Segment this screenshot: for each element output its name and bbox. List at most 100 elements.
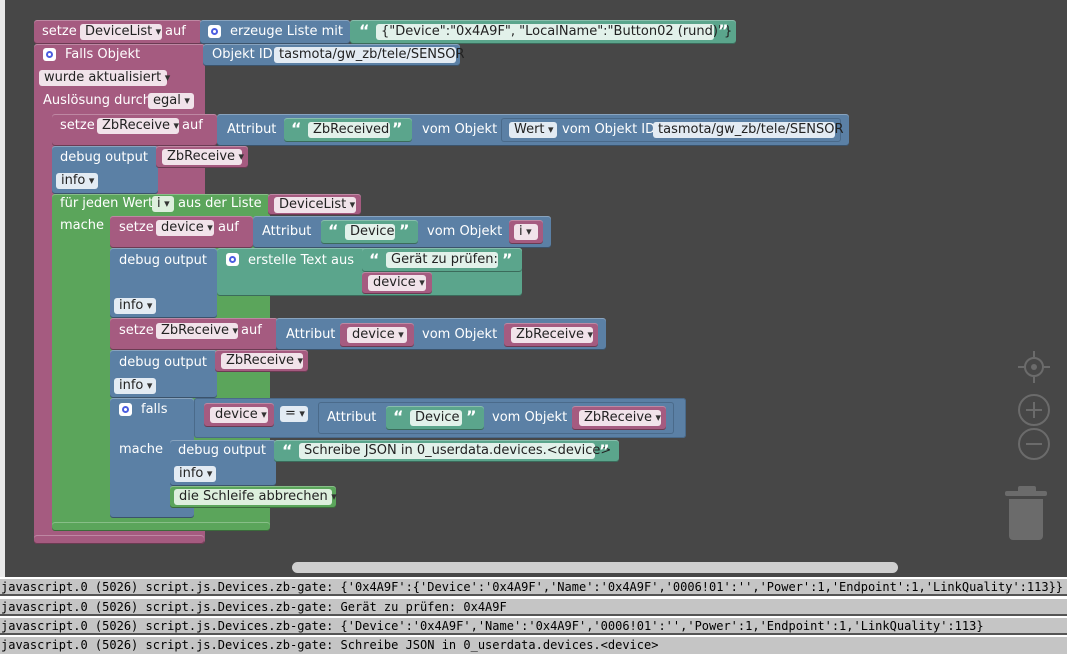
device-var-dropdown[interactable]: device xyxy=(368,275,426,291)
info-dropdown[interactable]: info xyxy=(174,466,216,482)
quote-close-icon: ” xyxy=(718,21,729,40)
device-var-block[interactable]: device xyxy=(340,323,414,347)
zbreceive-var-block[interactable]: ZbReceive xyxy=(156,146,248,168)
list-text-field[interactable]: {"Device":"0x4A9F", "LocalName":"Button0… xyxy=(376,24,732,40)
device-text-field[interactable]: Device xyxy=(410,410,462,426)
quote-close-icon: ” xyxy=(392,119,403,138)
device-var-block[interactable]: device xyxy=(362,272,432,294)
device-text-block[interactable]: “ Device ” xyxy=(386,406,484,430)
device-var-dropdown[interactable]: device xyxy=(210,407,268,423)
i-var-dropdown[interactable]: i xyxy=(514,224,538,240)
debug-output-label: debug output xyxy=(119,253,208,268)
set-zbreceive-block[interactable]: setze ZbReceive auf xyxy=(52,114,217,146)
zbreceive-var-dropdown[interactable]: ZbReceive xyxy=(162,149,242,165)
devicelist-var-dropdown[interactable]: DeviceList xyxy=(274,197,356,213)
quote-close-icon: ” xyxy=(399,221,410,240)
i-var-block[interactable]: i xyxy=(509,220,543,244)
loop-bottom-bar xyxy=(52,522,270,531)
erstelle-text-label: erstelle Text aus xyxy=(248,253,354,268)
zbreceive-var-block[interactable]: ZbReceive xyxy=(572,406,666,430)
gear-icon[interactable] xyxy=(208,25,221,38)
zbreceived-text-field[interactable]: ZbReceived xyxy=(308,122,390,138)
debug-output-block[interactable]: debug output info xyxy=(170,440,276,486)
debug-output-block[interactable]: debug output info xyxy=(52,146,158,194)
zbreceive-var-dropdown[interactable]: ZbReceive xyxy=(579,410,661,426)
info-dropdown[interactable]: info xyxy=(114,298,156,314)
erzeuge-liste-label: erzeuge Liste mit xyxy=(230,24,344,39)
set-devicelist-block[interactable]: setze DeviceList auf xyxy=(34,20,202,44)
schreibe-json-text-field[interactable]: Schreibe JSON in 0_userdata.devices.<dev… xyxy=(299,443,611,459)
quote-close-icon: ” xyxy=(502,250,513,269)
attribute-block[interactable]: Attribut device vom Objekt ZbReceive xyxy=(276,318,606,350)
setze-label: setze xyxy=(60,118,95,133)
log-line: javascript.0 (5026) script.js.Devices.zb… xyxy=(0,637,1067,654)
sensor-object-id-field[interactable]: tasmota/gw_zb/tele/SENSOR xyxy=(274,47,465,63)
attribute-block[interactable]: Attribut “ Device ” vom Objekt i xyxy=(253,216,551,248)
schreibe-json-text-block[interactable]: “ Schreibe JSON in 0_userdata.devices.<d… xyxy=(274,440,619,462)
gear-icon[interactable] xyxy=(226,253,239,266)
info-dropdown[interactable]: info xyxy=(56,173,98,189)
mache-label: mache xyxy=(119,442,164,457)
value-from-object-block[interactable]: Wert vom Objekt ID tasmota/gw_zb/tele/SE… xyxy=(501,118,844,142)
zoom-out-icon[interactable] xyxy=(1018,428,1050,460)
setze-label: setze xyxy=(119,220,154,235)
wert-dropdown[interactable]: Wert xyxy=(509,122,557,138)
device-var-block[interactable]: device xyxy=(204,403,274,427)
quote-open-icon: “ xyxy=(393,407,404,426)
debug-output-label: debug output xyxy=(60,150,149,165)
vom-objekt-label: vom Objekt xyxy=(427,224,503,239)
create-list-block[interactable]: erzeuge Liste mit xyxy=(200,20,350,44)
geraet-text-block[interactable]: “ Gerät zu prüfen: ” xyxy=(362,248,522,272)
vom-objekt-label: vom Objekt xyxy=(492,410,568,425)
blockly-workspace[interactable]: setze DeviceList auf erzeuge Liste mit “… xyxy=(0,0,1067,577)
zbreceived-text-block[interactable]: “ ZbReceived ” xyxy=(284,118,412,142)
device-var-dropdown[interactable]: device xyxy=(156,220,214,236)
vom-objekt-id-label: vom Objekt ID xyxy=(562,122,656,137)
gear-icon[interactable] xyxy=(43,48,56,61)
break-loop-block[interactable]: die Schleife abbrechen xyxy=(170,486,336,508)
object-id-block[interactable]: Objekt ID tasmota/gw_zb/tele/SENSOR xyxy=(203,44,465,66)
zbreceive-var-block[interactable]: ZbReceive xyxy=(504,323,598,347)
horizontal-scrollbar[interactable] xyxy=(292,562,898,573)
zbreceive-var-dropdown[interactable]: ZbReceive xyxy=(221,353,303,369)
debug-output-block[interactable]: debug output info xyxy=(110,350,217,398)
attribut-label: Attribut xyxy=(262,224,312,239)
set-device-block[interactable]: setze device auf xyxy=(110,216,253,248)
egal-dropdown[interactable]: egal xyxy=(148,93,194,109)
devicelist-var-dropdown[interactable]: DeviceList xyxy=(80,24,162,40)
gear-icon[interactable] xyxy=(119,403,132,416)
quote-close-icon: ” xyxy=(599,441,610,460)
trash-icon[interactable] xyxy=(1005,486,1049,542)
equals-operator-dropdown[interactable]: = xyxy=(280,406,308,422)
attribute-block[interactable]: Attribut “ ZbReceived ” vom Objekt Wert … xyxy=(217,114,849,146)
zbreceive-var-dropdown[interactable]: ZbReceive xyxy=(156,323,238,339)
crosshair-icon[interactable] xyxy=(1018,351,1050,383)
attribut-label: Attribut xyxy=(227,122,277,137)
device-var-dropdown[interactable]: device xyxy=(347,327,407,343)
device-text-field[interactable]: Device xyxy=(345,224,395,240)
debug-output-label: debug output xyxy=(119,355,208,370)
i-var-dropdown[interactable]: i xyxy=(152,196,174,212)
zbreceive-var-block[interactable]: ZbReceive xyxy=(215,350,308,372)
debug-output-block[interactable]: debug output info xyxy=(110,248,217,318)
set-zbreceive-block[interactable]: setze ZbReceive auf xyxy=(110,318,278,350)
zbreceive-var-dropdown[interactable]: ZbReceive xyxy=(97,118,179,134)
attribute-block[interactable]: Attribut “ Device ” vom Objekt ZbReceive xyxy=(318,402,674,434)
geraet-text-field[interactable]: Gerät zu prüfen: xyxy=(386,252,498,268)
zoom-in-icon[interactable] xyxy=(1018,394,1050,426)
log-line: javascript.0 (5026) script.js.Devices.zb… xyxy=(0,618,1067,635)
wurde-aktualisiert-dropdown[interactable]: wurde aktualisiert xyxy=(39,70,167,86)
create-text-block[interactable]: erstelle Text aus “ Gerät zu prüfen: ” d… xyxy=(217,248,522,296)
devicelist-var-block[interactable]: DeviceList xyxy=(268,194,361,215)
compare-block[interactable]: device = Attribut “ Device ” vom Objekt … xyxy=(194,398,686,438)
objekt-id-label: Objekt ID xyxy=(212,47,273,62)
quote-open-icon: “ xyxy=(359,21,370,40)
sensor-object-id-field[interactable]: tasmota/gw_zb/tele/SENSOR xyxy=(653,122,844,138)
quote-open-icon: “ xyxy=(291,119,302,138)
list-text-block[interactable]: “ {"Device":"0x4A9F", "LocalName":"Butto… xyxy=(350,20,736,44)
zbreceive-var-dropdown[interactable]: ZbReceive xyxy=(511,327,593,343)
info-dropdown[interactable]: info xyxy=(114,378,156,394)
attribut-label: Attribut xyxy=(327,410,377,425)
break-loop-dropdown[interactable]: die Schleife abbrechen xyxy=(174,489,332,505)
device-text-block[interactable]: “ Device ” xyxy=(321,220,418,244)
